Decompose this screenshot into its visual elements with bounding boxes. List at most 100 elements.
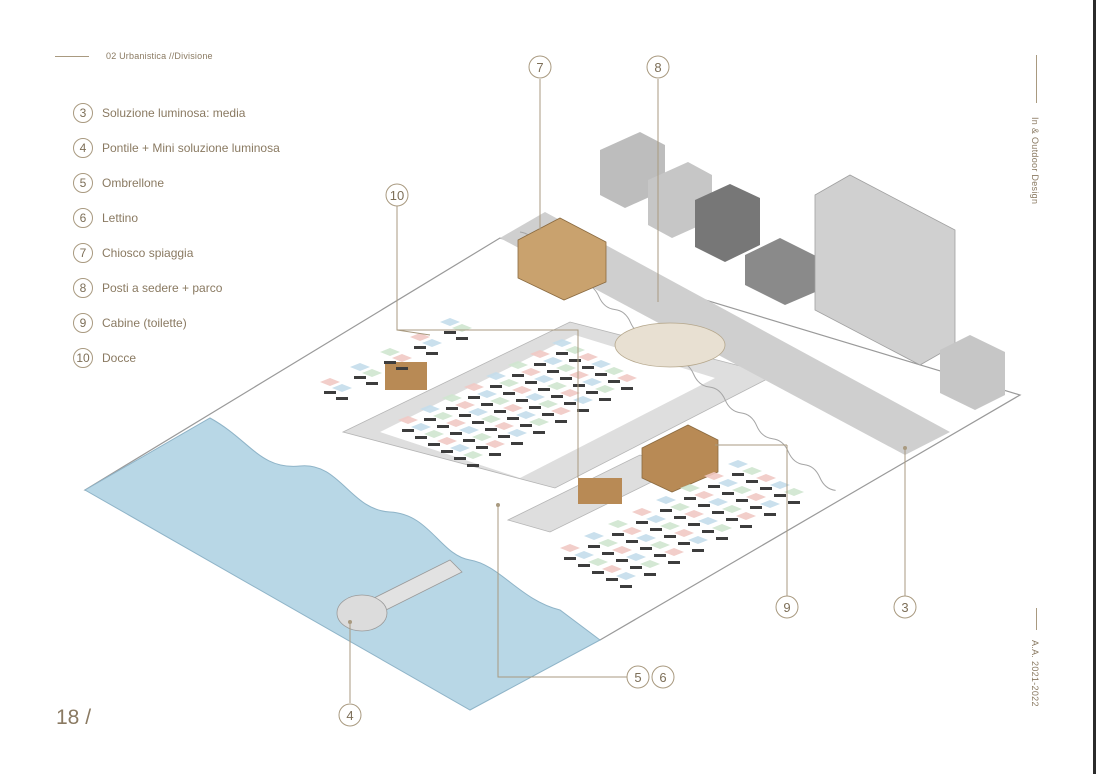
umbrella bbox=[455, 401, 475, 409]
buildings bbox=[600, 132, 1005, 410]
umbrella bbox=[650, 541, 670, 549]
umbrella bbox=[490, 397, 510, 405]
sunbed bbox=[650, 528, 662, 531]
umbrella bbox=[584, 532, 604, 540]
umbrella bbox=[582, 378, 602, 386]
umbrella bbox=[784, 488, 804, 496]
umbrella bbox=[626, 553, 646, 561]
sunbed bbox=[764, 513, 776, 516]
umbrella bbox=[440, 318, 460, 326]
umbrella bbox=[598, 539, 618, 547]
sunbed bbox=[698, 504, 710, 507]
umbrella bbox=[362, 369, 382, 377]
umbrella bbox=[508, 361, 528, 369]
umbrella bbox=[459, 426, 479, 434]
sunbed bbox=[620, 585, 632, 588]
umbrella bbox=[332, 384, 352, 392]
umbrella bbox=[472, 433, 492, 441]
sunbed bbox=[556, 352, 568, 355]
sunbed bbox=[336, 397, 348, 400]
sunbed bbox=[626, 540, 638, 543]
sunbed bbox=[520, 424, 532, 427]
sunbed bbox=[726, 518, 738, 521]
sunbed bbox=[503, 392, 515, 395]
sunbed bbox=[402, 429, 414, 432]
sunbed bbox=[640, 547, 652, 550]
sunbed bbox=[582, 366, 594, 369]
legend-item: 6 Lettino bbox=[73, 200, 280, 235]
sunbed bbox=[415, 436, 427, 439]
sunbed bbox=[424, 418, 436, 421]
sunbed bbox=[722, 492, 734, 495]
sunbed bbox=[324, 391, 336, 394]
sunbed bbox=[692, 549, 704, 552]
legend-label: Chiosco spiaggia bbox=[102, 245, 194, 260]
umbrella bbox=[503, 404, 523, 412]
umbrella bbox=[392, 354, 412, 362]
sunbed bbox=[688, 523, 700, 526]
sunbed bbox=[507, 417, 519, 420]
umbrella bbox=[612, 546, 632, 554]
umbrella bbox=[547, 382, 567, 390]
umbrella bbox=[507, 429, 527, 437]
shower-block bbox=[578, 478, 622, 504]
umbrella bbox=[556, 364, 576, 372]
callout-10: 10 bbox=[385, 183, 409, 207]
umbrella bbox=[770, 481, 790, 489]
umbrella bbox=[442, 394, 462, 402]
legend-item: 9 Cabine (toilette) bbox=[73, 305, 280, 340]
sunbed bbox=[428, 443, 440, 446]
callout-7: 7 bbox=[528, 55, 552, 79]
umbrella bbox=[742, 467, 762, 475]
umbrella bbox=[534, 375, 554, 383]
sunbed bbox=[774, 494, 786, 497]
umbrella bbox=[481, 415, 501, 423]
umbrella bbox=[477, 390, 497, 398]
sunbed bbox=[481, 403, 493, 406]
sunbed bbox=[551, 395, 563, 398]
legend-item: 4 Pontile + Mini soluzione luminosa bbox=[73, 130, 280, 165]
sunbed bbox=[555, 420, 567, 423]
legend-item: 5 Ombrellone bbox=[73, 165, 280, 200]
sunbed bbox=[366, 382, 378, 385]
umbrella bbox=[736, 512, 756, 520]
umbrella bbox=[516, 411, 536, 419]
umbrella bbox=[468, 408, 488, 416]
umbrella bbox=[660, 522, 680, 530]
umbrella bbox=[756, 474, 776, 482]
sunbed bbox=[621, 387, 633, 390]
sunbed bbox=[644, 573, 656, 576]
leader-dot bbox=[348, 620, 352, 624]
umbrella bbox=[760, 500, 780, 508]
sunbed bbox=[578, 564, 590, 567]
section-header: 02 Urbanistica //Divisione bbox=[106, 51, 213, 61]
sunbed bbox=[636, 521, 648, 524]
sunbed bbox=[684, 497, 696, 500]
sunbed bbox=[512, 374, 524, 377]
legend-label: Ombrellone bbox=[102, 175, 165, 190]
sunbed bbox=[529, 406, 541, 409]
sunbed bbox=[534, 363, 546, 366]
umbrella bbox=[433, 412, 453, 420]
umbrella bbox=[485, 440, 505, 448]
sunbed bbox=[437, 425, 449, 428]
umbrella bbox=[424, 430, 444, 438]
sunbed bbox=[472, 421, 484, 424]
legend-number-badge: 4 bbox=[73, 137, 93, 158]
umbrella bbox=[704, 472, 724, 480]
page-number: 18 / bbox=[56, 706, 92, 729]
sunbed bbox=[446, 407, 458, 410]
legend-number-badge: 8 bbox=[73, 277, 93, 298]
sunbed bbox=[560, 377, 572, 380]
umbrella bbox=[551, 407, 571, 415]
umbrella bbox=[722, 505, 742, 513]
legend-number-badge: 9 bbox=[73, 312, 93, 333]
umbrella bbox=[380, 348, 400, 356]
sunbed bbox=[740, 525, 752, 528]
sunbed bbox=[716, 537, 728, 540]
umbrella bbox=[486, 372, 506, 380]
sunbed bbox=[588, 545, 600, 548]
sunbed bbox=[463, 439, 475, 442]
legend-item: 10 Docce bbox=[73, 340, 280, 375]
header-rule bbox=[55, 56, 89, 57]
